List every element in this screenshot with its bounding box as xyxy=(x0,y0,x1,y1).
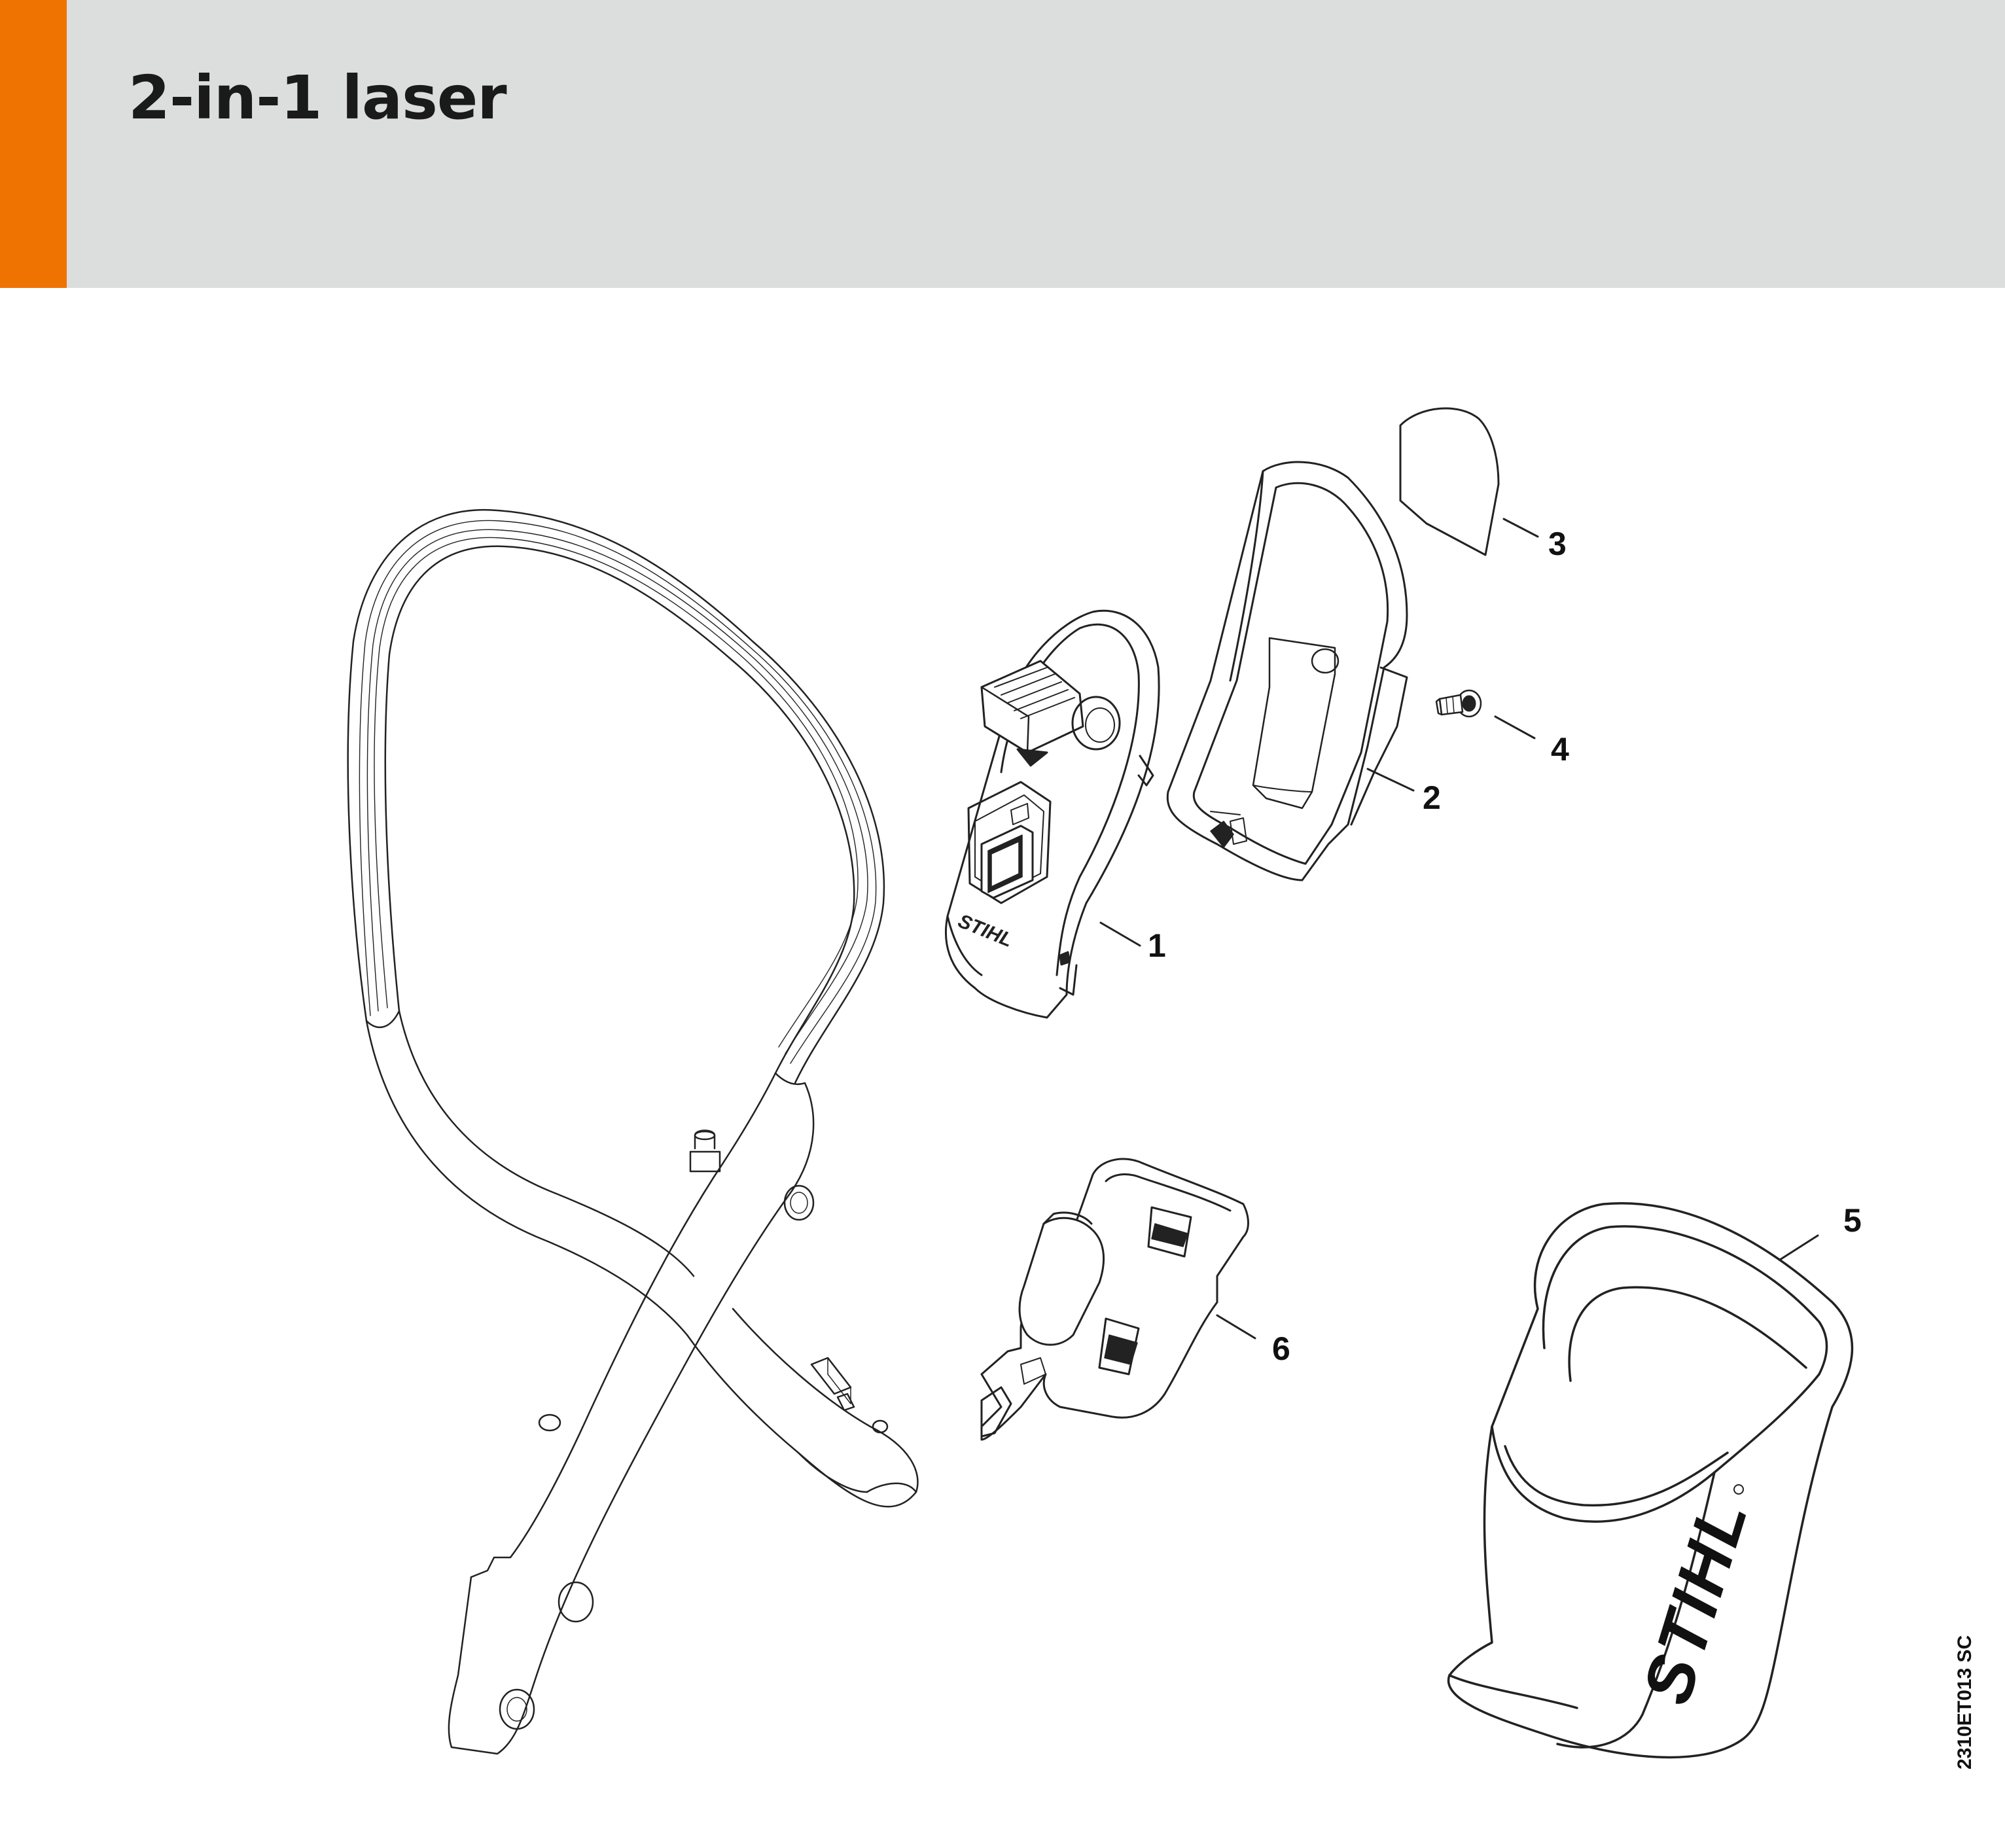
leader-line-3 xyxy=(1502,518,1539,538)
leader-line-2 xyxy=(1366,768,1415,792)
callout-5: 5 xyxy=(1843,1202,1862,1239)
part-3-cover-plate xyxy=(1399,407,1500,556)
leader-line-6 xyxy=(1216,1314,1256,1340)
document-reference-code: 2310ET013 SC xyxy=(1954,1635,1976,1769)
callout-6: 6 xyxy=(1272,1330,1290,1367)
brand-accent-stripe xyxy=(0,0,67,288)
page-title: 2-in-1 laser xyxy=(128,63,507,133)
leader-line-4 xyxy=(1494,715,1536,739)
part-4-screw xyxy=(1435,689,1482,718)
callout-1: 1 xyxy=(1148,927,1166,964)
part-1-laser-unit xyxy=(945,609,1160,1019)
part-2-mounting-bracket xyxy=(1166,461,1408,881)
callout-2: 2 xyxy=(1423,779,1441,816)
front-handle-bar xyxy=(347,508,919,1755)
leader-line-5 xyxy=(1779,1234,1819,1261)
header-bar xyxy=(0,0,2005,288)
stihl-logo-part-1: STIHL xyxy=(955,910,1016,951)
part-6-clip-adapter xyxy=(980,1158,1249,1441)
callout-4: 4 xyxy=(1551,731,1569,768)
leader-line-1 xyxy=(1099,921,1141,947)
callout-3: 3 xyxy=(1548,525,1567,562)
part-5-holster xyxy=(1447,1202,1854,1759)
leader-lines xyxy=(1099,518,1819,1340)
